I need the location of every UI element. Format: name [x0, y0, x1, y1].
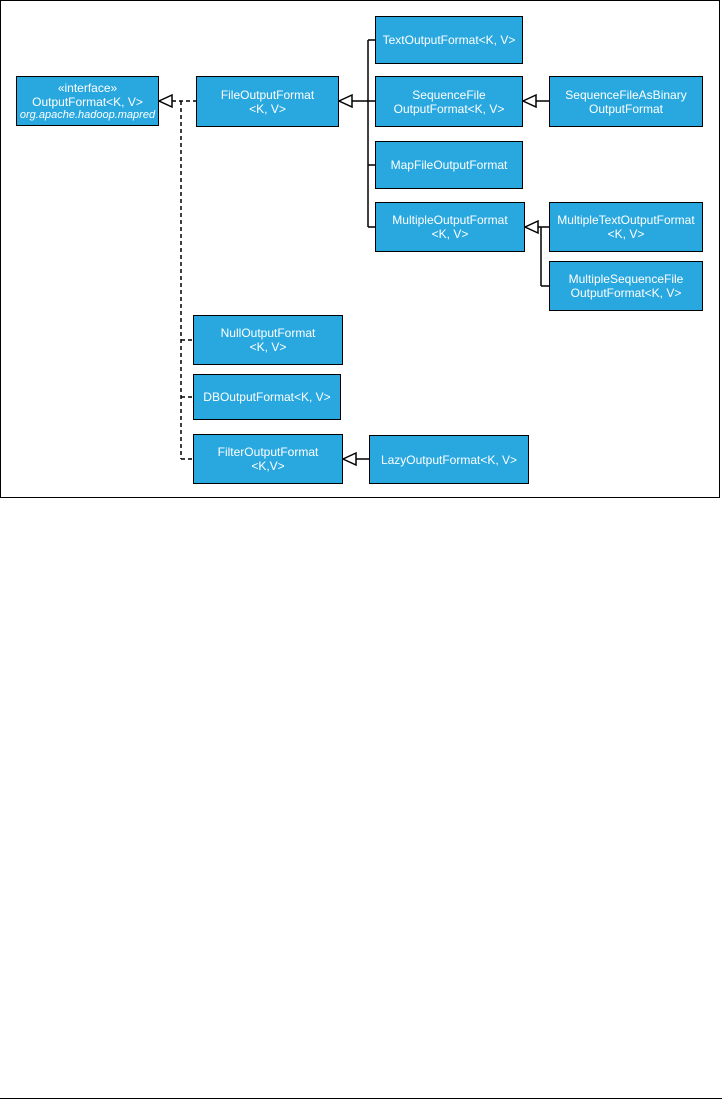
textoutputformat-box: TextOutputFormat<K, V> — [375, 16, 523, 64]
type-params: <K, V> — [607, 227, 645, 241]
type-params: <K, V> — [249, 101, 286, 116]
class-name: LazyOutputFormat<K, V> — [380, 452, 518, 467]
class-name-cont: OutputFormat<K, V> — [570, 286, 682, 300]
dboutputformat-box: DBOutputFormat<K, V> — [193, 374, 341, 420]
mapfileoutputformat-box: MapFileOutputFormat — [375, 141, 523, 189]
sequencefileoutputformat-box: SequenceFile OutputFormat<K, V> — [375, 76, 523, 127]
class-name: FileOutputFormat — [220, 87, 315, 102]
type-params: <K,V> — [251, 459, 285, 473]
arrowhead-filteroutputformat — [341, 451, 357, 467]
arrowhead-fileoutputformat — [337, 93, 353, 109]
filteroutputformat-box: FilterOutputFormat <K,V> — [193, 434, 343, 484]
class-name: FilterOutputFormat — [217, 445, 319, 459]
arrowhead-sequencefile — [521, 93, 537, 109]
outputformat-interface-box: «interface» OutputFormat<K, V> org.apach… — [16, 76, 159, 126]
page-bottom-rule — [0, 1098, 722, 1099]
package-name: org.apache.hadoop.mapred — [19, 109, 156, 121]
lazyoutputformat-box: LazyOutputFormat<K, V> — [369, 435, 529, 484]
class-name: SequenceFileAsBinary — [565, 87, 687, 102]
class-name: MapFileOutputFormat — [390, 158, 508, 172]
diagram-frame — [0, 0, 720, 498]
multipletextoutputformat-box: MultipleTextOutputFormat <K, V> — [549, 202, 703, 252]
type-params: <K, V> — [431, 227, 469, 241]
class-name: NullOutputFormat — [220, 326, 316, 340]
arrowhead-outputformat — [157, 93, 173, 109]
type-params: <K, V> — [249, 340, 287, 354]
class-name: TextOutputFormat<K, V> — [382, 33, 516, 47]
class-name-cont: OutputFormat — [588, 101, 664, 116]
class-name: MultipleTextOutputFormat — [557, 213, 695, 227]
class-name: DBOutputFormat<K, V> — [203, 390, 331, 404]
fileoutputformat-box: FileOutputFormat <K, V> — [196, 76, 339, 127]
class-name: SequenceFile — [412, 87, 486, 102]
nulloutputformat-box: NullOutputFormat <K, V> — [193, 315, 343, 365]
class-name-cont: OutputFormat<K, V> — [393, 101, 505, 116]
arrowhead-multipleoutputformat — [523, 219, 539, 235]
sequencefileasbinaryoutputformat-box: SequenceFileAsBinary OutputFormat — [549, 76, 703, 127]
class-name: MultipleSequenceFile — [568, 272, 684, 286]
multipleoutputformat-box: MultipleOutputFormat <K, V> — [375, 202, 525, 252]
class-name: MultipleOutputFormat — [392, 213, 508, 227]
connector-lines — [157, 39, 549, 467]
class-name: OutputFormat<K, V> — [32, 95, 143, 109]
multiplesequencefileoutputformat-box: MultipleSequenceFile OutputFormat<K, V> — [549, 261, 703, 311]
stereotype-label: «interface» — [57, 81, 118, 95]
